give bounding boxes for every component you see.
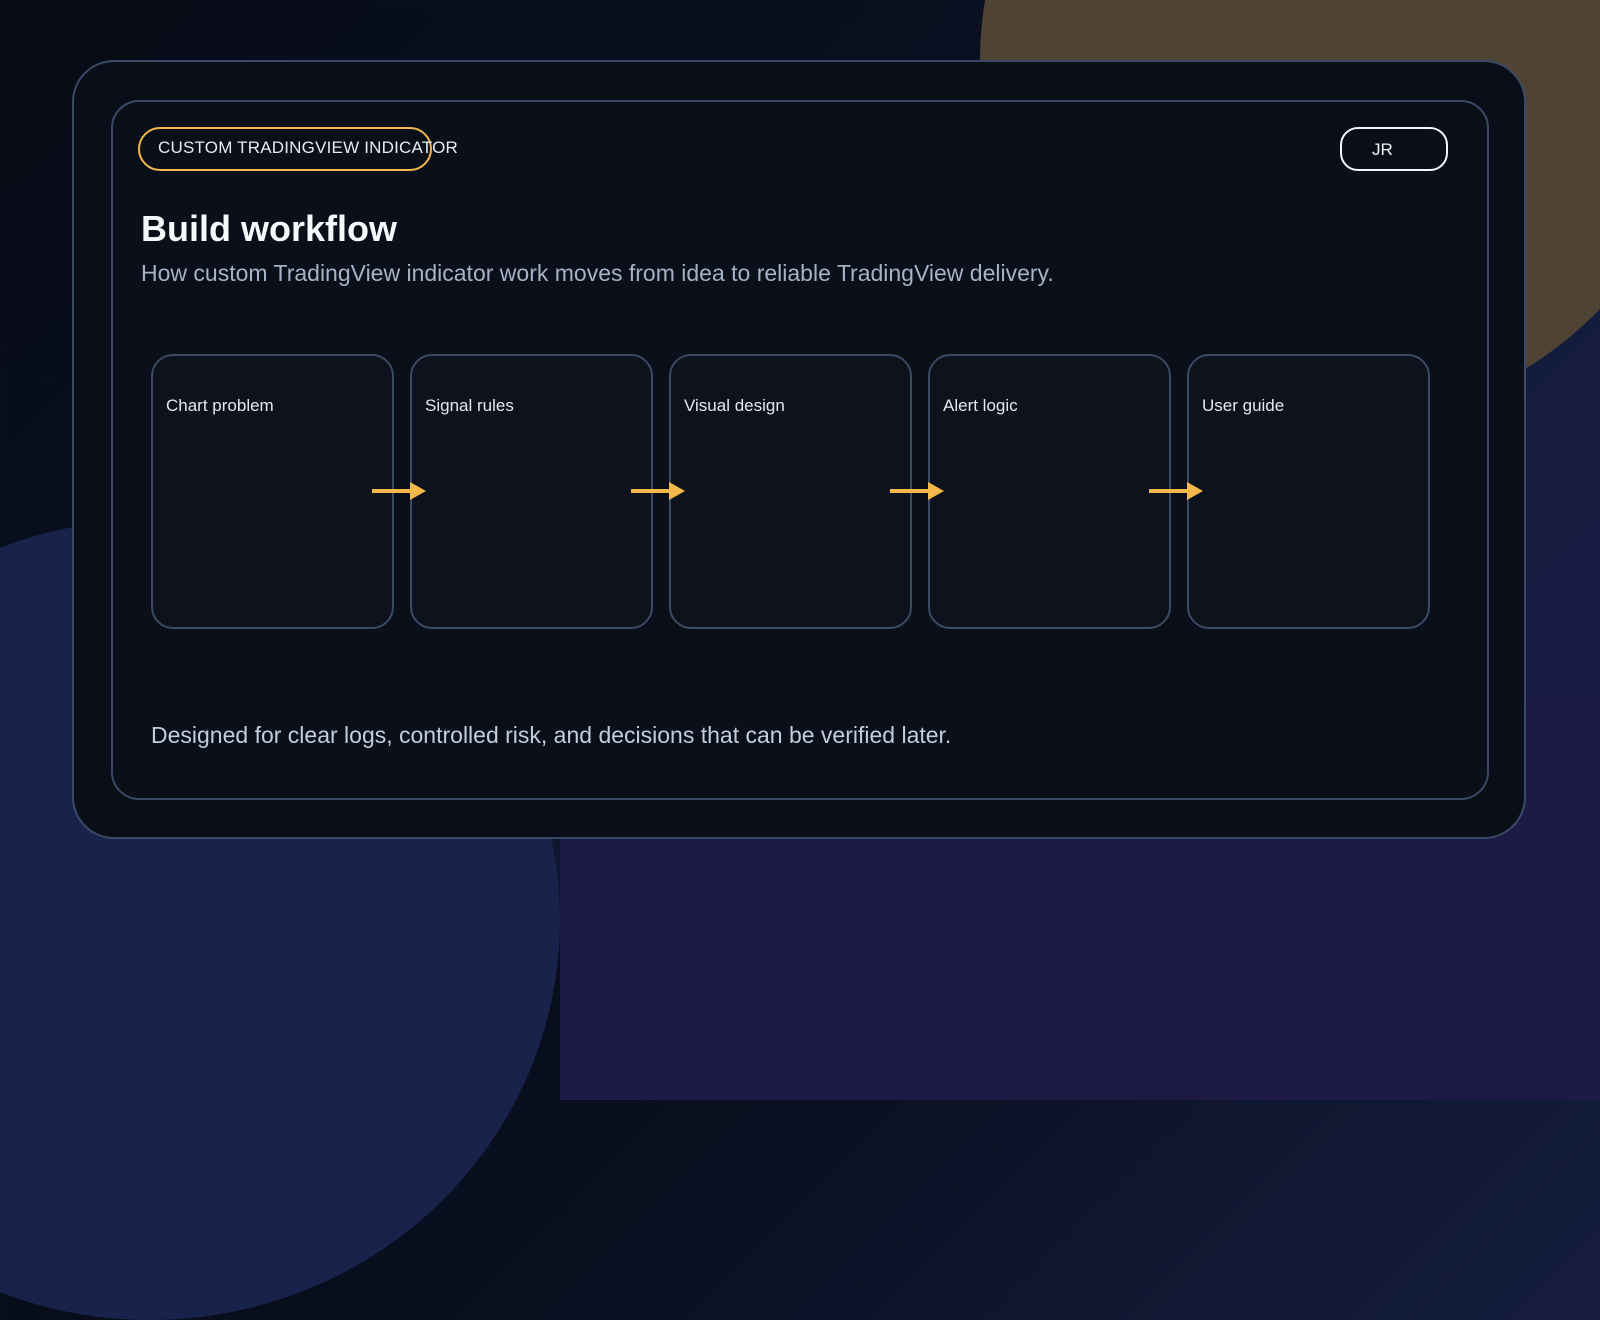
workflow-steps: Chart problem Signal rules Visual design… [151,354,1451,629]
step-label: Alert logic [943,396,1018,415]
category-tag [138,127,432,171]
step-label: Visual design [684,396,785,415]
arrow-right-icon [890,482,944,500]
step-label: Signal rules [425,396,514,415]
workflow-step-alert-logic: Alert logic [928,354,1171,629]
arrow-right-icon [1149,482,1203,500]
step-label: Chart problem [166,396,274,415]
outer-frame: CUSTOM TRADINGVIEW INDICATOR JR Build wo… [72,60,1526,839]
page-subtitle: How custom TradingView indicator work mo… [141,260,1054,286]
workflow-step-visual-design: Visual design [669,354,912,629]
workflow-step-signal-rules: Signal rules [410,354,653,629]
workflow-card: CUSTOM TRADINGVIEW INDICATOR JR Build wo… [111,100,1489,800]
arrow-right-icon [631,482,685,500]
avatar-initials: JR [1372,140,1393,159]
footer-note: Designed for clear logs, controlled risk… [151,722,952,748]
user-avatar-button[interactable]: JR [1340,127,1448,171]
step-label: User guide [1202,396,1285,415]
page-title: Build workflow [141,208,397,249]
workflow-step-user-guide: User guide [1187,354,1430,629]
arrow-right-icon [372,482,426,500]
workflow-step-chart-problem: Chart problem [151,354,394,629]
category-tag-label: CUSTOM TRADINGVIEW INDICATOR [158,138,458,157]
